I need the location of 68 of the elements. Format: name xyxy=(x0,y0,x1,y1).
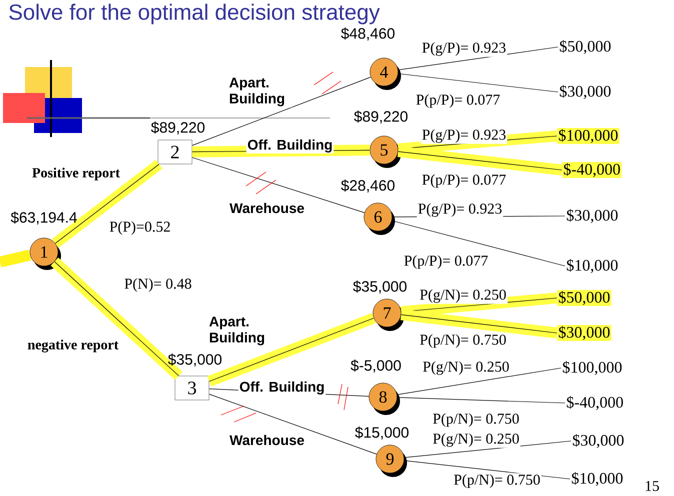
decision-box: 2 xyxy=(158,140,192,164)
payoff: $-40,000 xyxy=(562,162,622,178)
branch-line xyxy=(208,394,377,455)
payoff: $30,000 xyxy=(566,208,618,224)
branch-line xyxy=(404,440,572,458)
edge-label: P(p/N)= 0.750 xyxy=(432,412,520,428)
payoff: $-40,000 xyxy=(566,396,623,410)
expected-value: $15,000 xyxy=(355,426,408,440)
expected-value: $28,460 xyxy=(341,180,394,192)
branch-line xyxy=(50,258,182,380)
branch-line xyxy=(398,73,558,92)
branch-line xyxy=(192,144,370,158)
payoff: $10,000 xyxy=(572,472,623,486)
edge-label: P(p/N)= 0.750 xyxy=(418,333,508,349)
branch-line xyxy=(52,160,162,248)
edge-label: Off. Building xyxy=(246,138,334,154)
branch-line xyxy=(396,368,562,396)
edge-label: Apart. Building xyxy=(228,76,292,108)
branch-line xyxy=(398,46,558,70)
expected-value: $-5,000 xyxy=(350,360,401,372)
edge-label: P(p/P)= 0.077 xyxy=(420,173,508,189)
chance-node: 8 xyxy=(368,382,400,415)
expected-value: $35,000 xyxy=(168,354,222,366)
edge-label: P(p/P)= 0.077 xyxy=(402,254,490,270)
edge-label: Off. Building xyxy=(238,380,326,396)
payoff: $50,000 xyxy=(557,290,612,306)
edge-label: P(p/P)= 0.077 xyxy=(414,93,502,109)
payoff: $100,000 xyxy=(557,128,620,144)
payoff: $50,000 xyxy=(560,40,611,54)
payoff: $30,000 xyxy=(557,324,612,342)
branch-line xyxy=(398,146,563,176)
payoff: $100,000 xyxy=(562,360,622,376)
edge-label: P(g/P)= 0.923 xyxy=(420,41,508,57)
expected-value: $89,220 xyxy=(151,122,204,134)
edge-label: P(g/N)= 0.250 xyxy=(432,432,520,448)
payoff: $10,000 xyxy=(566,258,618,274)
expected-value: $35,000 xyxy=(353,280,407,294)
page-number: 15 xyxy=(646,481,659,492)
edge-label: Warehouse xyxy=(228,202,306,214)
edge-label: P(g/N)= 0.250 xyxy=(422,360,510,376)
branch-line xyxy=(207,312,376,387)
edge-label: P(g/P)= 0.923 xyxy=(420,128,508,144)
edge-label: Apart. Building xyxy=(208,316,272,346)
branch-line xyxy=(396,397,566,404)
branch-caption: negative report xyxy=(28,340,118,352)
edge-label: P(g/N)= 0.250 xyxy=(418,288,508,304)
branch-caption: Positive report xyxy=(32,168,120,180)
chance-node: 6 xyxy=(364,202,395,235)
title: Solve for the optimal decision strategy xyxy=(9,4,380,24)
branch-line xyxy=(192,157,365,213)
payoff: $30,000 xyxy=(572,434,624,448)
chance-node: 4 xyxy=(370,58,401,90)
edge-label: Warehouse xyxy=(228,434,306,446)
chance-node: 1 xyxy=(30,238,61,270)
edge-label: P(P)=0.52 xyxy=(108,220,172,236)
chance-node: 7 xyxy=(372,298,404,331)
payoff: $30,000 xyxy=(560,84,611,100)
edge-label: P(p/N)= 0.750 xyxy=(452,473,542,489)
expected-value: $48,460 xyxy=(341,28,394,40)
chance-node: 5 xyxy=(370,136,401,168)
branch-line xyxy=(192,76,372,146)
chance-node: 9 xyxy=(376,444,407,477)
branch-line xyxy=(400,309,558,338)
expected-value: $63,194.4 xyxy=(10,212,77,224)
expected-value: $89,220 xyxy=(354,110,408,124)
decision-box: 3 xyxy=(174,376,210,400)
edge-label: P(g/P)= 0.923 xyxy=(416,202,504,218)
edge-label: P(N)= 0.48 xyxy=(123,277,193,293)
